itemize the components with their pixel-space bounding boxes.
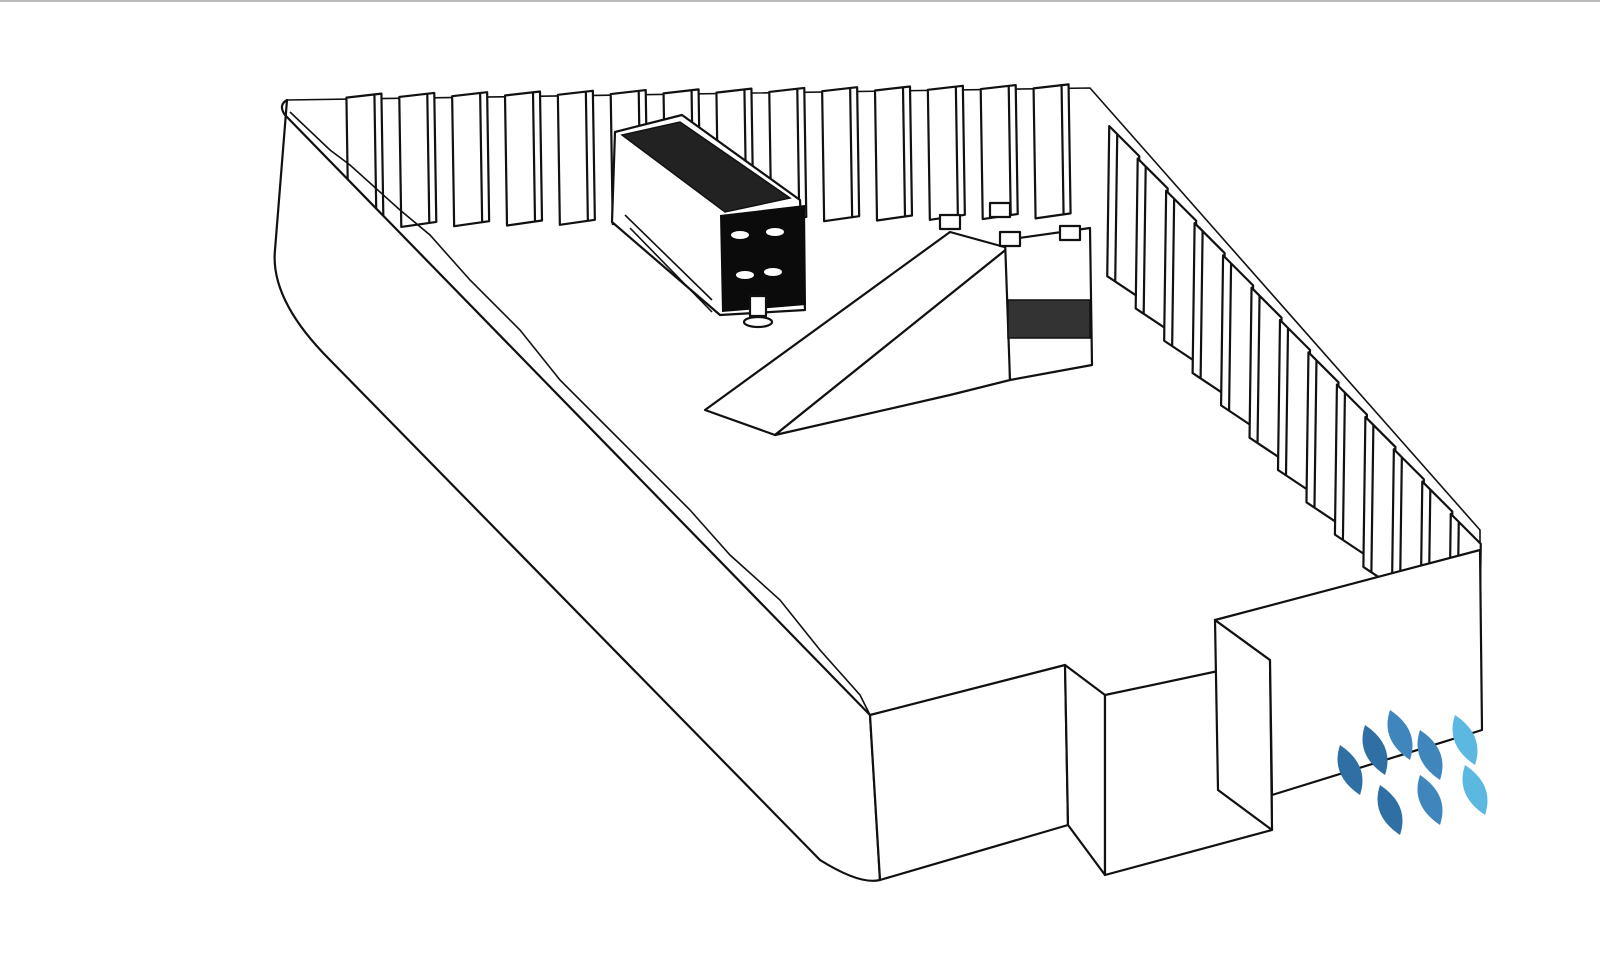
front-wall-left: [868, 663, 1070, 882]
pillar: [1276, 318, 1312, 492]
pillar: [979, 83, 1019, 221]
logo-stroke: [1362, 725, 1388, 775]
pillar: [926, 84, 966, 221]
pillar: [556, 89, 596, 226]
pillar: [1032, 83, 1072, 220]
pillar: [1305, 351, 1340, 524]
pillar: [1219, 254, 1255, 427]
pillar: [821, 86, 861, 223]
pillar: [1134, 157, 1169, 330]
pillar: [1163, 189, 1198, 362]
logo-stroke: [1417, 730, 1443, 780]
pillar: [1248, 286, 1283, 459]
logo-stroke: [1337, 745, 1363, 795]
left-wall: [273, 98, 882, 882]
logo-stroke: [1462, 765, 1488, 815]
logo-stroke: [1387, 710, 1413, 760]
pillar: [1106, 125, 1141, 298]
tabernacle-tent: [610, 113, 807, 317]
left-wall-top-battlements: [289, 111, 871, 716]
logo-stroke: [1377, 785, 1403, 835]
pillar: [451, 91, 491, 228]
pillar: [1333, 383, 1369, 556]
logo-stroke: [1417, 775, 1443, 825]
brand-logo: [1337, 710, 1488, 835]
pillar: [503, 90, 544, 227]
pillar: [873, 85, 914, 222]
altar: [938, 201, 1094, 382]
logo-stroke: [1452, 715, 1478, 765]
pillar: [398, 91, 438, 229]
gate-post: [1063, 663, 1107, 877]
pillar: [1362, 415, 1397, 589]
pillar: [1191, 221, 1226, 395]
laver: [742, 294, 774, 329]
